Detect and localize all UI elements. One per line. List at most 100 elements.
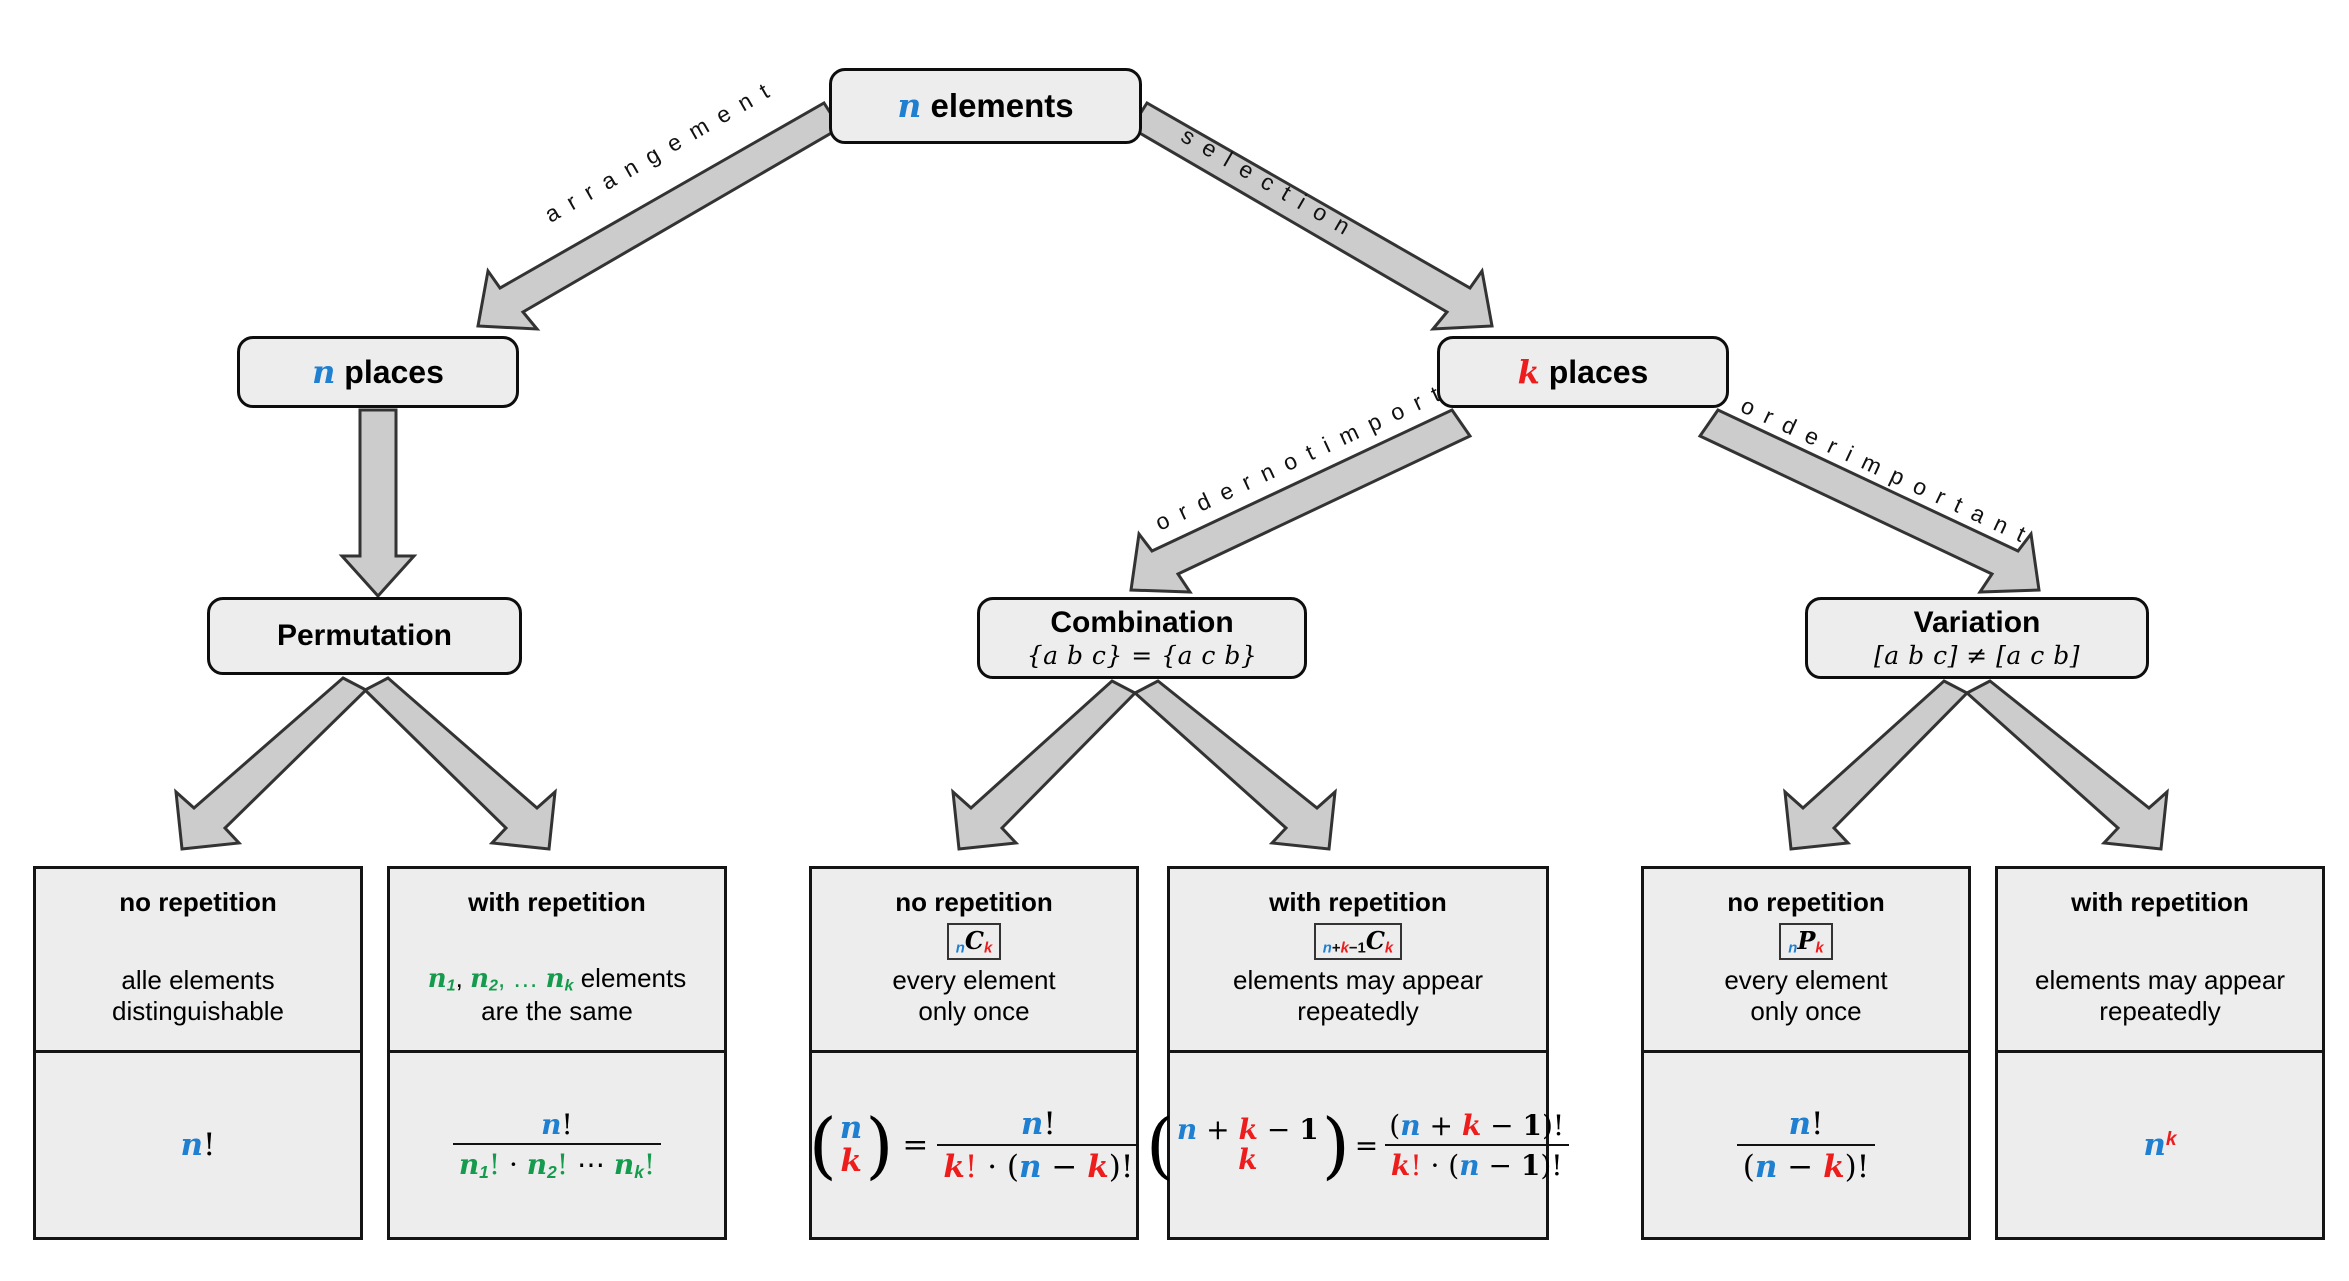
var-k: k (840, 1143, 862, 1179)
edge-combination-right-arrow (1132, 679, 1337, 851)
var-n1: n (427, 964, 447, 995)
node-combination-subtitle: {a b c} = {a c b} (1026, 641, 1258, 670)
binomial-top: n + k − 1 (1176, 1112, 1319, 1146)
edge-order-important-arrow (1697, 408, 2041, 594)
leaf-variation-no-repetition[interactable]: no repetition nPk every element only onc… (1641, 866, 1971, 1240)
node-variation-subtitle: [a b c] ≠ [a c b] (1874, 641, 2080, 670)
var-n: n (1754, 1148, 1778, 1185)
node-k-places[interactable]: k places (1437, 336, 1729, 408)
factorial: ! (1120, 1148, 1134, 1185)
leaf-head: with repetition (468, 887, 646, 917)
factorial: ! (203, 1127, 216, 1163)
edge-variation-right-arrow (1964, 679, 2169, 851)
formula-n-factorial: n! (180, 1127, 215, 1163)
edge-permutation-right-arrow (362, 676, 557, 851)
factorial: ! (488, 1147, 501, 1181)
edge-permutation-left-arrow (174, 676, 369, 851)
leaf-upper: with repetition n1, n2, … nk elements ar… (390, 869, 724, 1053)
leaf-permutation-with-repetition[interactable]: with repetition n1, n2, … nk elements ar… (387, 866, 727, 1240)
var-n2: n (470, 964, 489, 995)
factorial: ! (1856, 1148, 1870, 1185)
leaf-variation-with-repetition[interactable]: with repetition elements may appear repe… (1995, 866, 2325, 1240)
binomial: ( n k ) (809, 1102, 894, 1187)
leaf-description: elements may appear repeatedly (1227, 965, 1489, 1028)
const-1: 1 (1299, 1112, 1319, 1146)
right-paren: ) (865, 1102, 894, 1187)
fraction: n! n1! · n2! ⋯ nk! (452, 1108, 662, 1183)
fraction: n! k! · (n − k)! (937, 1105, 1140, 1185)
var-n: n (955, 940, 965, 957)
leaf-desc-line2: only once (1750, 996, 1862, 1027)
leaf-description: every element only once (1718, 965, 1893, 1028)
node-n-elements-text: elements (930, 87, 1074, 125)
node-combination[interactable]: Combination {a b c} = {a c b} (977, 597, 1307, 679)
notation-prefix: n+k−1 (1322, 940, 1366, 957)
node-permutation-title: Permutation (276, 619, 453, 652)
var-k: k (1390, 1148, 1411, 1182)
var-n: n (1788, 1105, 1812, 1142)
node-n-places-text: places (344, 353, 444, 390)
var-k: k (1238, 1112, 1258, 1146)
leaf-upper: with repetition elements may appear repe… (1998, 869, 2322, 1053)
leaf-desc-line2: repeatedly (1297, 996, 1419, 1027)
binomial-stack: n k (837, 1109, 866, 1179)
var-n: n (1019, 1148, 1042, 1185)
fraction: n! (n − k)! (1736, 1105, 1876, 1185)
formula-multiset-coefficient: ( n + k − 1 k ) = (n + k − 1)! k! · (n −… (1146, 1109, 1570, 1182)
leaf-combination-no-repetition[interactable]: no repetition nCk every element only onc… (809, 866, 1140, 1240)
edge-combination-left-arrow (951, 679, 1138, 851)
right-paren: ) (1321, 1102, 1350, 1187)
leaf-desc-line1: alle elements (121, 964, 275, 995)
node-n-elements[interactable]: n elements (829, 68, 1142, 144)
notation-n-plus-k-minus-1-C-k: n+k−1Ck (1313, 923, 1403, 961)
sub-k: k (634, 1161, 644, 1182)
sub-k: k (564, 976, 574, 995)
edge-variation-left-arrow (1783, 679, 1970, 851)
leaf-formula: ( n k ) = n! k! · (n − k)! (809, 1053, 1140, 1237)
var-k: k (1815, 940, 1824, 957)
leaf-formula: n! (36, 1053, 360, 1237)
var-n1: n (458, 1147, 480, 1181)
sub-2: 2 (547, 1161, 557, 1182)
binomial-stack: n + k − 1 k (1174, 1112, 1322, 1175)
equals: = (1354, 1128, 1379, 1162)
var-n: n (1176, 1112, 1198, 1146)
leaf-upper: with repetition n+k−1Ck elements may app… (1170, 869, 1546, 1053)
sub-2: 2 (488, 976, 498, 995)
var-nk: n (613, 1147, 635, 1181)
var-k: k (983, 940, 993, 957)
var-nk: n (545, 964, 565, 995)
formula-multinomial: n! n1! · n2! ⋯ nk! (452, 1108, 662, 1183)
edge-selection-arrow (1128, 100, 1494, 331)
node-variation-title: Variation (1913, 606, 2041, 639)
node-n-places[interactable]: n places (237, 336, 519, 408)
leaf-desc-line2: repeatedly (2099, 996, 2221, 1027)
fraction-denominator: k! · (n − k)! (937, 1143, 1140, 1185)
leaf-combination-with-repetition[interactable]: with repetition n+k−1Ck elements may app… (1146, 866, 1569, 1240)
var-n: n (839, 1109, 863, 1146)
leaf-upper: no repetition nCk every element only onc… (812, 869, 1136, 1053)
var-n: n (1020, 1105, 1044, 1142)
leaf-upper: no repetition nPk every element only onc… (1644, 869, 1968, 1053)
symbol-C: C (964, 926, 984, 955)
leaf-permutation-no-repetition[interactable]: no repetition alle elements distinguisha… (33, 866, 363, 1240)
var-n: n (541, 1107, 562, 1141)
formula-n-power-k: nk (2143, 1127, 2176, 1163)
notation-nPk: nPk (1779, 923, 1833, 961)
leaf-description: every element only once (886, 965, 1061, 1028)
leaf-desc-line1: elements may appear (2034, 964, 2286, 995)
node-permutation[interactable]: Permutation (207, 597, 522, 675)
var-n: n (1459, 1148, 1480, 1182)
fraction-numerator: n! (535, 1108, 579, 1143)
leaf-desc-line2: distinguishable (111, 996, 284, 1027)
fraction-numerator: (n + k − 1)! (1389, 1108, 1565, 1142)
leaf-formula: nk (1998, 1053, 2322, 1237)
node-variation[interactable]: Variation [a b c] ≠ [a c b] (1805, 597, 2149, 679)
leaf-formula: n! (n − k)! (1644, 1053, 1968, 1237)
leaf-description: alle elements distinguishable (106, 965, 290, 1028)
equals: = (902, 1127, 929, 1163)
var-k: k (2165, 1129, 2177, 1151)
factorial: ! (1551, 1148, 1563, 1182)
symbol-P: P (1797, 926, 1816, 955)
